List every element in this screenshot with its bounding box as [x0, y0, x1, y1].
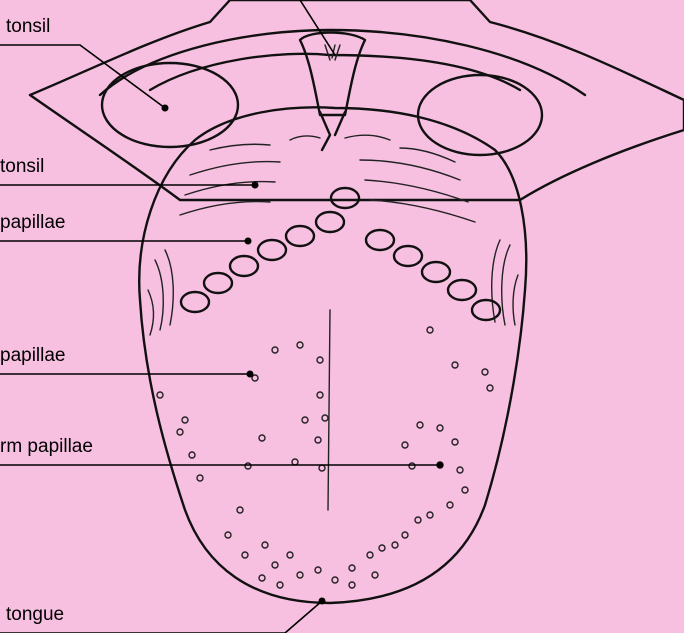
lingual-tonsil-texture [180, 112, 475, 222]
label-fungiform-papillae: rm papillae [0, 436, 93, 457]
right-palatine-tonsil [418, 75, 542, 155]
pharynx-folds [30, 0, 684, 200]
label-apex: tongue [6, 604, 64, 625]
median-sulcus [328, 310, 330, 510]
leader-lines [0, 0, 440, 633]
label-palatine-tonsil: tonsil [6, 16, 50, 37]
leader-dots [162, 105, 444, 605]
label-vallate-papillae: papillae [0, 212, 66, 233]
foliate-papillae-right [492, 240, 518, 325]
leader-epiglottis [300, 0, 335, 55]
epiglottis [300, 33, 365, 116]
label-lingual-tonsil: tonsil [0, 156, 44, 177]
label-foliate-papillae: papillae [0, 345, 66, 366]
leader-palatine-tonsil [0, 45, 165, 108]
foliate-papillae-left [148, 250, 173, 335]
fungiform-papillae [157, 327, 493, 588]
vallate-papillae [181, 188, 500, 320]
tongue-body [139, 107, 526, 603]
